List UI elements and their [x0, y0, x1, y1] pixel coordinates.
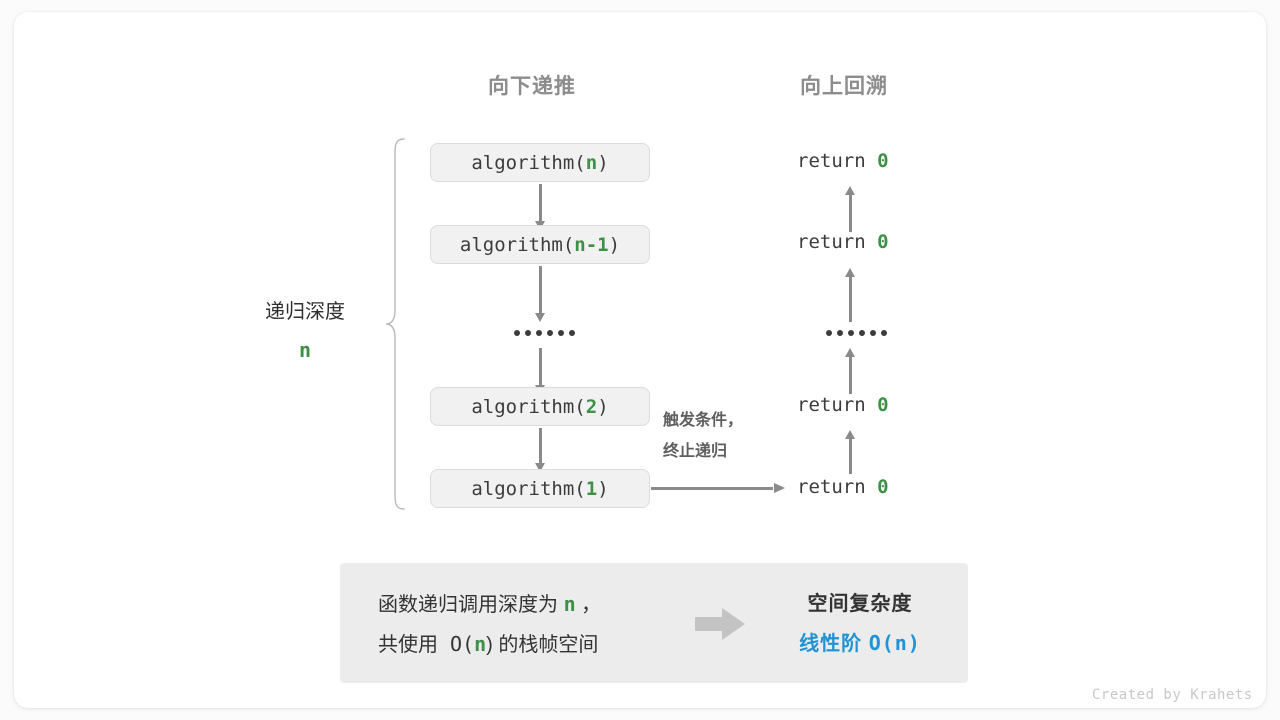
diagram-card: 向下递推 向上回溯 递归深度 n algorithm(n) algorithm(…	[14, 12, 1266, 708]
call-box-arg: 2	[585, 395, 598, 418]
terminate-note-line-2: 终止递归	[663, 443, 728, 461]
summary-line-2: 共使用 O(n) 的栈帧空间	[378, 625, 601, 665]
return-keyword: return	[797, 231, 866, 253]
recursion-depth-text: 递归深度	[265, 301, 345, 323]
up-arrow-4	[845, 430, 855, 474]
return-statement-1: return 0	[797, 150, 889, 172]
column-header-backtrack-up: 向上回溯	[800, 75, 888, 98]
space-complexity-value: 线性阶 O(n)	[770, 624, 950, 664]
return-keyword: return	[797, 394, 866, 416]
call-box-close: )	[608, 233, 621, 256]
call-box-arg: n	[585, 151, 598, 174]
down-arrow-1	[535, 184, 545, 230]
summary-line-1-suffix: ，	[575, 594, 602, 616]
up-arrow-2	[845, 268, 855, 322]
credit-text: Created by Krahets	[1092, 687, 1253, 703]
return-keyword: return	[797, 476, 866, 498]
complexity-order-notation: O(n)	[868, 631, 921, 655]
return-value: 0	[877, 394, 889, 416]
call-box-close: )	[597, 151, 609, 174]
up-arrow-1	[845, 186, 855, 232]
recursion-depth-label: 递归深度 n	[246, 293, 364, 369]
summary-panel: 函数递归调用深度为 n ， 共使用 O(n) 的栈帧空间 空间复杂度 线性阶 O…	[340, 563, 968, 683]
return-statement-4: return 0	[797, 476, 889, 498]
summary-line-1: 函数递归调用深度为 n ，	[378, 585, 601, 625]
return-value: 0	[877, 150, 889, 172]
call-box-fn: algorithm(	[471, 395, 586, 418]
terminate-condition-note: 触发条件， 终止递归	[663, 405, 743, 467]
call-box-1[interactable]: algorithm(1)	[430, 469, 650, 508]
call-box-n[interactable]: algorithm(n)	[430, 143, 650, 182]
call-box-arg: 1	[585, 477, 598, 500]
summary-line-2-var: n	[474, 632, 487, 656]
recursion-depth-value: n	[298, 338, 312, 362]
return-keyword: return	[797, 150, 866, 172]
call-box-2[interactable]: algorithm(2)	[430, 387, 650, 426]
down-arrow-4	[535, 428, 545, 472]
up-arrow-3	[845, 348, 855, 394]
return-statement-2: return 0	[797, 231, 889, 253]
complexity-order-text: 线性阶	[799, 633, 869, 655]
terminate-arrow	[651, 483, 785, 494]
summary-line-2-suffix: ) 的栈帧空间	[486, 634, 599, 656]
call-box-fn: algorithm(	[471, 151, 586, 174]
call-box-n-minus-1[interactable]: algorithm(n-1)	[430, 225, 650, 264]
recursion-depth-brace	[384, 138, 410, 510]
right-block-arrow-icon	[695, 608, 747, 640]
summary-description: 函数递归调用深度为 n ， 共使用 O(n) 的栈帧空间	[378, 585, 601, 665]
summary-line-1-prefix: 函数递归调用深度为	[378, 594, 564, 616]
terminate-note-line-1: 触发条件，	[663, 412, 744, 429]
return-value: 0	[877, 231, 889, 253]
call-box-arg: n-1	[574, 233, 609, 256]
call-box-close: )	[597, 395, 609, 418]
ellipsis-dots-right	[826, 330, 887, 336]
summary-line-2-prefix: 共使用 O(	[378, 632, 475, 656]
summary-line-1-var: n	[563, 592, 576, 616]
summary-conclusion: 空间复杂度 线性阶 O(n)	[770, 585, 950, 664]
space-complexity-title: 空间复杂度	[807, 593, 913, 615]
call-box-fn: algorithm(	[471, 477, 586, 500]
ellipsis-dots-left	[514, 330, 575, 336]
call-box-fn: algorithm(	[459, 233, 575, 256]
return-statement-3: return 0	[797, 394, 889, 416]
return-value: 0	[877, 476, 889, 498]
call-box-close: )	[597, 477, 609, 500]
down-arrow-2	[535, 266, 545, 322]
column-header-recurse-down: 向下递推	[488, 75, 576, 98]
